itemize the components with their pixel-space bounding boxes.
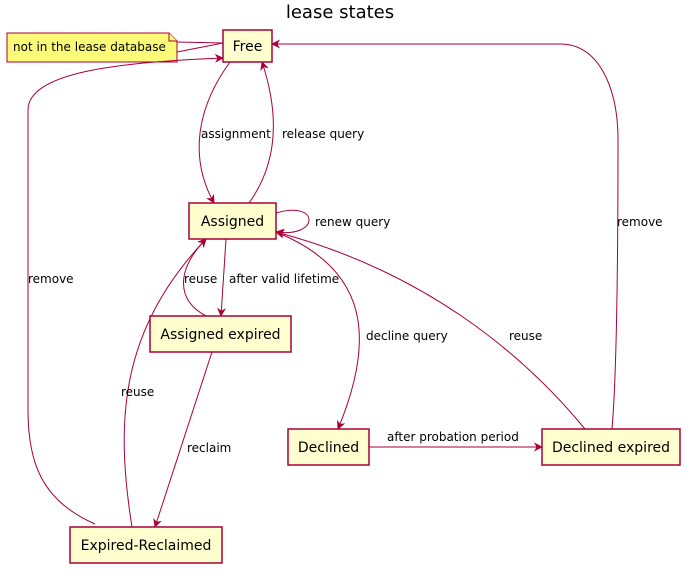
diagram-title: lease states bbox=[286, 2, 394, 23]
edge-release-query bbox=[248, 61, 274, 204]
state-label-assigned: Assigned bbox=[201, 214, 264, 230]
edge-labels: assignment release query renew query aft… bbox=[28, 127, 663, 455]
edge-decline-query bbox=[275, 231, 360, 430]
label-reuse-assigned-expired: reuse bbox=[184, 272, 217, 286]
state-assigned: Assigned bbox=[188, 202, 277, 240]
edge-after-valid-lifetime bbox=[217, 238, 227, 317]
label-remove-expired-reclaimed: remove bbox=[28, 272, 74, 286]
state-assigned-expired: Assigned expired bbox=[149, 315, 292, 353]
state-free: Free bbox=[222, 29, 273, 63]
label-after-valid-lifetime: after valid lifetime bbox=[229, 272, 339, 286]
edge-reclaim bbox=[153, 351, 213, 528]
edges bbox=[27, 39, 619, 528]
label-reuse-declined-expired: reuse bbox=[509, 329, 542, 343]
state-label-assigned-expired: Assigned expired bbox=[160, 327, 280, 343]
edge-reuse-from-expired-reclaimed bbox=[123, 238, 207, 528]
state-label-expired-reclaimed: Expired-Reclaimed bbox=[81, 538, 212, 554]
note-connector bbox=[176, 41, 224, 53]
edge-remove-from-expired-reclaimed bbox=[27, 53, 224, 525]
state-label-free: Free bbox=[233, 39, 263, 55]
label-reuse-expired-reclaimed: reuse bbox=[121, 385, 154, 399]
label-decline-query: decline query bbox=[366, 329, 448, 343]
label-remove-declined-expired: remove bbox=[617, 215, 663, 229]
label-reclaim: reclaim bbox=[187, 441, 231, 455]
edge-assignment bbox=[198, 61, 231, 204]
note: not in the lease database bbox=[6, 32, 224, 63]
state-declined-expired: Declined expired bbox=[541, 428, 681, 466]
state-label-declined: Declined bbox=[298, 440, 359, 456]
note-fold bbox=[168, 33, 177, 42]
label-assignment: assignment bbox=[201, 127, 271, 141]
note-text: not in the lease database bbox=[13, 40, 166, 54]
label-release-query: release query bbox=[282, 127, 364, 141]
label-after-probation-period: after probation period bbox=[387, 430, 519, 444]
state-declined: Declined bbox=[287, 428, 370, 466]
edge-remove-from-declined-expired bbox=[271, 39, 619, 430]
edge-reuse-from-declined-expired bbox=[275, 229, 586, 430]
state-expired-reclaimed: Expired-Reclaimed bbox=[69, 526, 223, 564]
edge-renew-query bbox=[275, 209, 310, 238]
label-renew-query: renew query bbox=[315, 215, 390, 229]
state-label-declined-expired: Declined expired bbox=[552, 440, 670, 456]
